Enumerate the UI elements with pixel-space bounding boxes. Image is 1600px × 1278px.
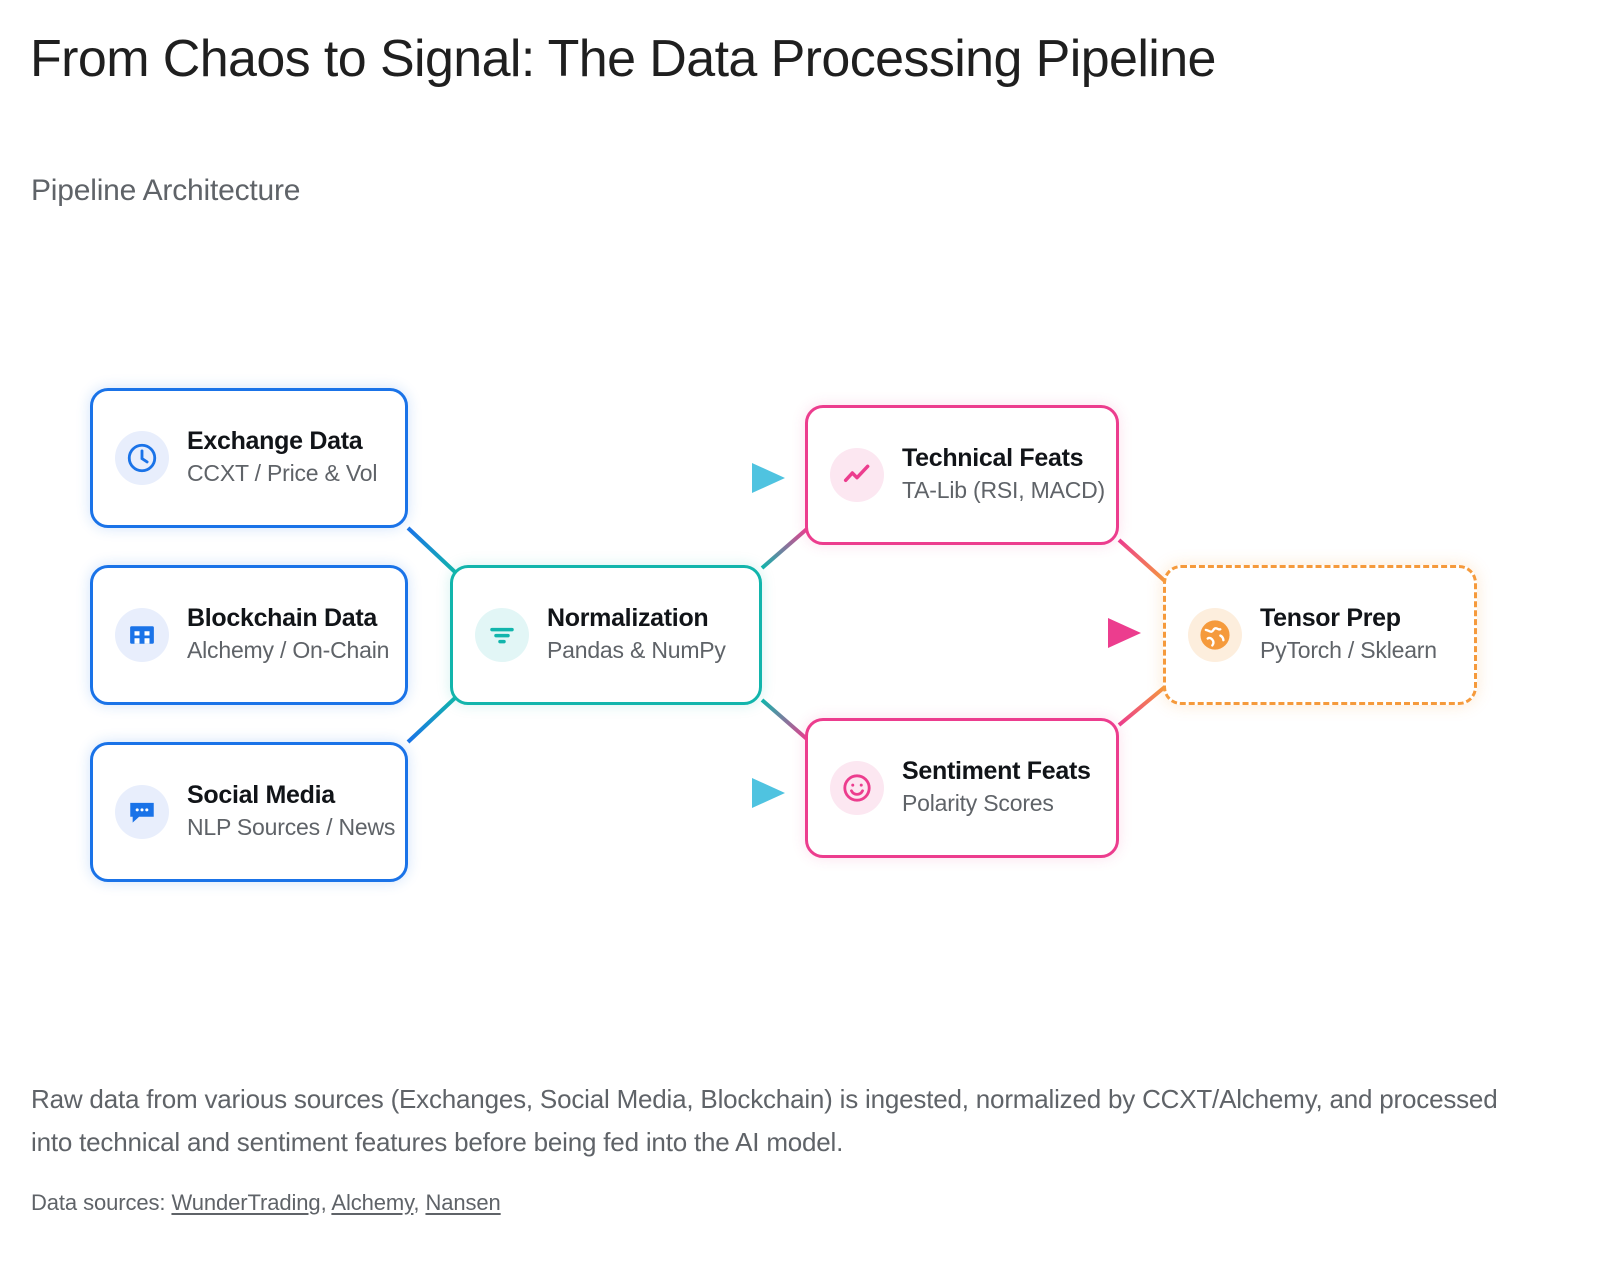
- node-blockchain-data[interactable]: Blockchain Data Alchemy / On-Chain: [90, 565, 408, 705]
- node-sublabel: Pandas & NumPy: [547, 637, 726, 664]
- node-sublabel: TA-Lib (RSI, MACD): [902, 477, 1105, 504]
- edge-technical-to-tensor: [1117, 538, 1168, 584]
- diagram-caption: Raw data from various sources (Exchanges…: [31, 1084, 1498, 1157]
- arrow-to-tensor-icon: [1108, 618, 1141, 648]
- node-sublabel: CCXT / Price & Vol: [187, 460, 378, 487]
- edge-normalization-to-technical: [760, 526, 810, 570]
- node-label: Tensor Prep: [1260, 604, 1401, 633]
- node-label: Blockchain Data: [187, 604, 378, 633]
- edge-normalization-to-sentiment: [760, 698, 810, 742]
- node-label: Technical Feats: [902, 444, 1084, 473]
- node-exchange-data[interactable]: Exchange Data CCXT / Price & Vol: [90, 388, 408, 528]
- clock-icon: [115, 431, 169, 485]
- pipeline-diagram: Exchange Data CCXT / Price & Vol Blockch…: [0, 300, 1600, 980]
- node-sublabel: NLP Sources / News: [187, 814, 396, 841]
- edge-social-to-normalization: [406, 696, 457, 744]
- page-subtitle: Pipeline Architecture: [31, 174, 301, 207]
- source-separator: ,: [320, 1190, 332, 1215]
- smiley-face-icon: [830, 761, 884, 815]
- building-icon: [115, 608, 169, 662]
- source-link-alchemy[interactable]: Alchemy: [331, 1190, 414, 1215]
- chat-bubble-icon: [115, 785, 169, 839]
- edge-sentiment-to-tensor: [1117, 684, 1168, 727]
- node-social-media[interactable]: Social Media NLP Sources / News: [90, 742, 408, 882]
- globe-icon: [1188, 608, 1242, 662]
- node-sublabel: Polarity Scores: [902, 790, 1054, 817]
- node-technical-feats[interactable]: Technical Feats TA-Lib (RSI, MACD): [805, 405, 1119, 545]
- node-tensor-prep[interactable]: Tensor Prep PyTorch / Sklearn: [1163, 565, 1477, 705]
- page-title: From Chaos to Signal: The Data Processin…: [30, 30, 1216, 88]
- node-sublabel: Alchemy / On-Chain: [187, 637, 390, 664]
- edge-exchange-to-normalization: [406, 526, 457, 574]
- trending-up-icon: [830, 448, 884, 502]
- arrow-to-technical-icon: [752, 463, 785, 493]
- source-separator: ,: [413, 1190, 426, 1215]
- filter-icon: [475, 608, 529, 662]
- node-label: Normalization: [547, 604, 709, 633]
- source-link-nansen[interactable]: Nansen: [425, 1190, 501, 1215]
- node-label: Exchange Data: [187, 427, 363, 456]
- node-sentiment-feats[interactable]: Sentiment Feats Polarity Scores: [805, 718, 1119, 858]
- node-label: Social Media: [187, 781, 335, 810]
- node-sublabel: PyTorch / Sklearn: [1260, 637, 1437, 664]
- data-sources-label: Data sources:: [31, 1190, 172, 1215]
- source-link-wundertrading[interactable]: WunderTrading: [171, 1190, 321, 1215]
- arrow-to-sentiment-icon: [752, 778, 785, 808]
- node-label: Sentiment Feats: [902, 757, 1091, 786]
- data-sources-line: Data sources: WunderTrading, Alchemy, Na…: [31, 1190, 501, 1216]
- node-normalization[interactable]: Normalization Pandas & NumPy: [450, 565, 762, 705]
